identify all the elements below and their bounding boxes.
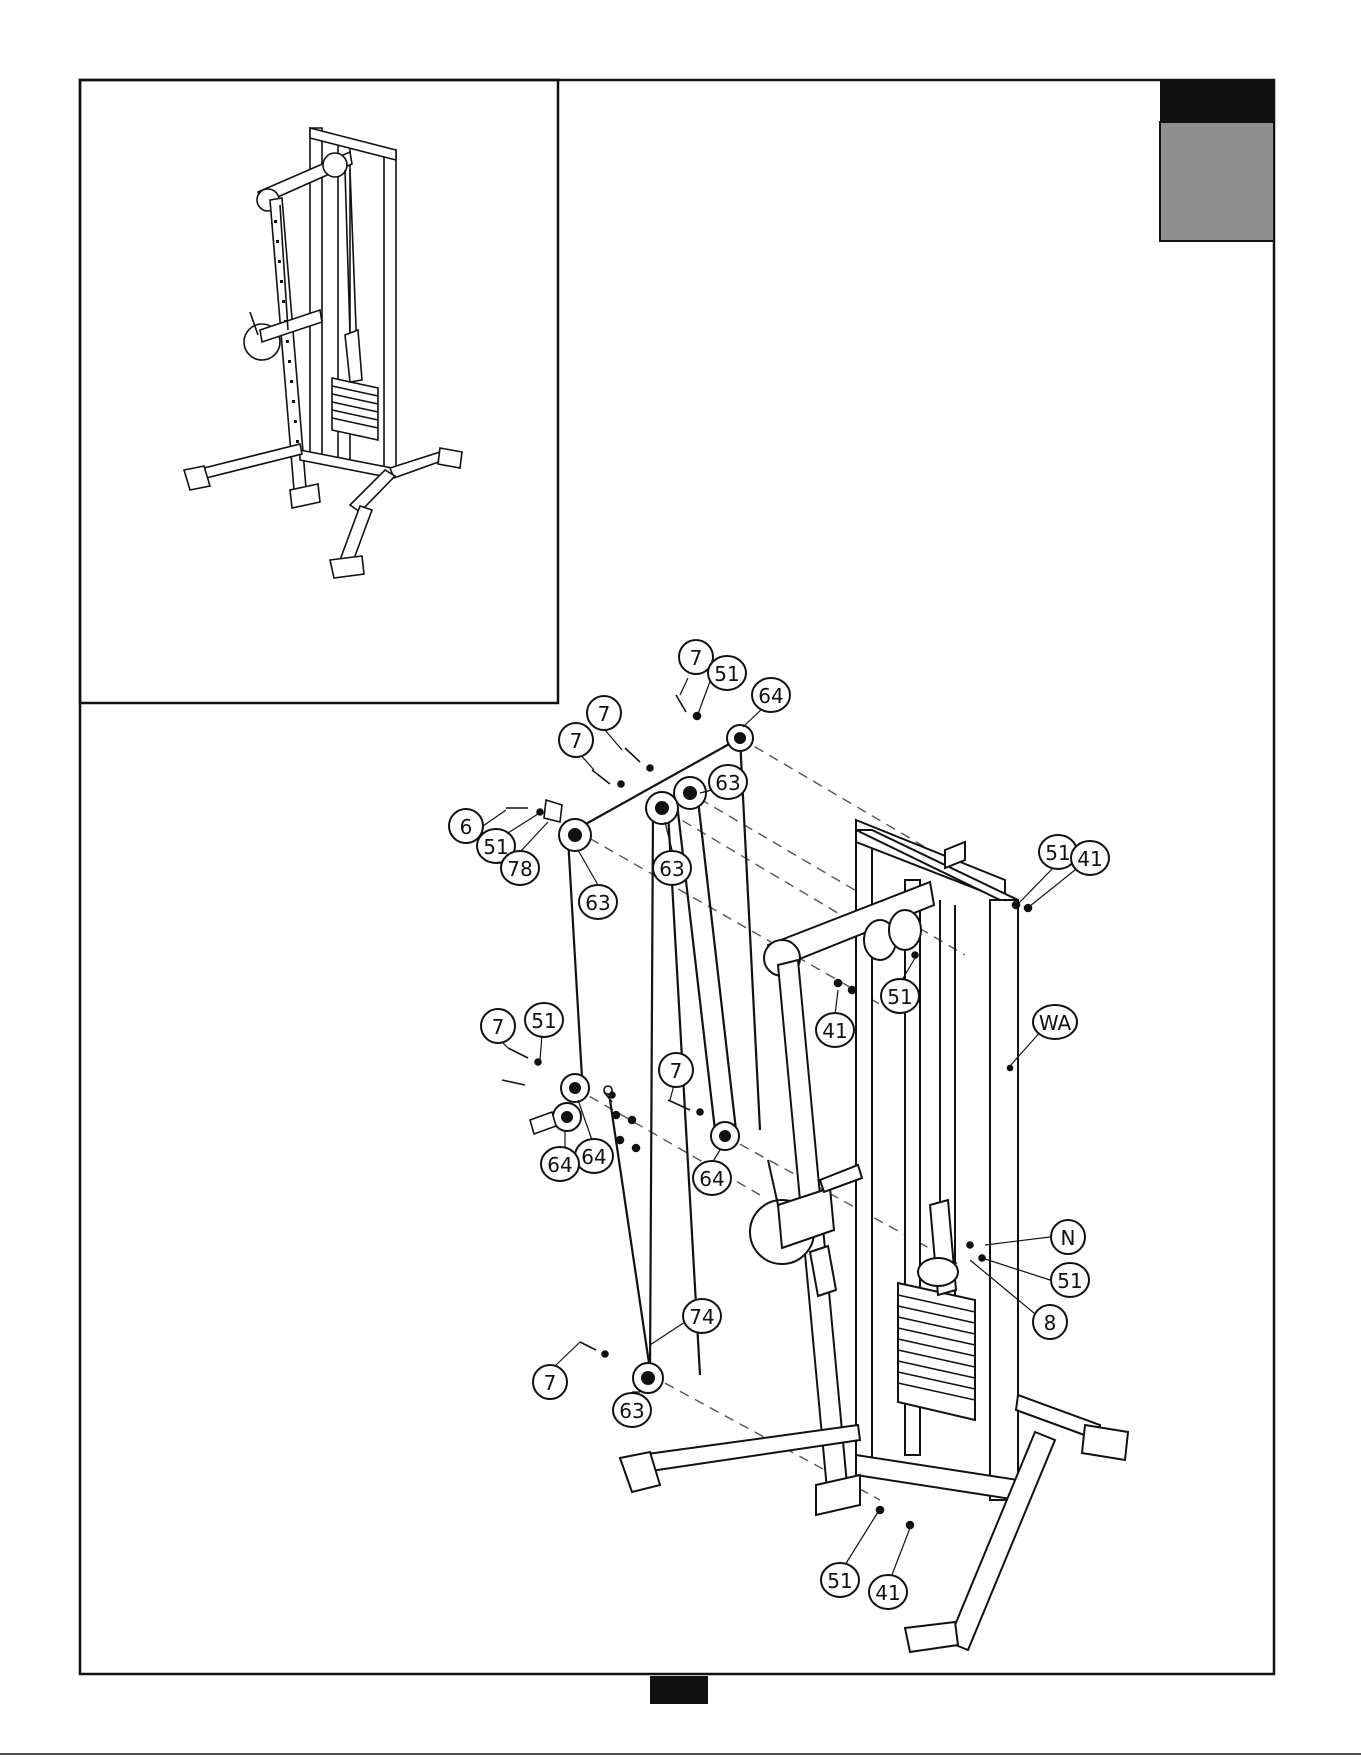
callout-bubble: 63 — [653, 851, 691, 885]
callout-label: 41 — [822, 1019, 847, 1043]
callout-label: 51 — [887, 985, 912, 1009]
inset-panel — [80, 80, 558, 703]
callout-label: 8 — [1044, 1311, 1057, 1335]
callout-label: 51 — [1045, 841, 1070, 865]
callout-bubble: 51 — [881, 979, 919, 1013]
callout-bubble: 41 — [816, 1013, 854, 1047]
callout-bubble: 7 — [659, 1053, 693, 1087]
callout-bubble: 51 — [708, 656, 746, 690]
callout-bubble: 7 — [533, 1365, 567, 1399]
callout-bubble: 74 — [683, 1299, 721, 1333]
callout-label: 7 — [690, 646, 703, 670]
callout-bubble: 64 — [575, 1139, 613, 1173]
callout-label: 41 — [875, 1581, 900, 1605]
callout-label: 7 — [670, 1059, 683, 1083]
callout-label: 41 — [1077, 847, 1102, 871]
callout-bubble: 51 — [525, 1003, 563, 1037]
callout-label: 51 — [531, 1009, 556, 1033]
callout-label: 51 — [483, 835, 508, 859]
callout-label: 64 — [581, 1145, 606, 1169]
callout-label: 51 — [827, 1569, 852, 1593]
callout-label: 7 — [570, 729, 583, 753]
callout-bubble: 7 — [559, 723, 593, 757]
callout-label: N — [1061, 1226, 1076, 1250]
callout-bubble: 64 — [541, 1147, 579, 1181]
inset-machine-illustration — [184, 128, 462, 578]
callout-bubble: 63 — [613, 1393, 651, 1427]
main-exploded-view: 7 51 64 7 7 63 6 51 78 63 63 51 41 51 41… — [449, 640, 1128, 1652]
callout-label: 63 — [585, 891, 610, 915]
callout-label: 51 — [1057, 1269, 1082, 1293]
callout-bubble: 64 — [752, 678, 790, 712]
callout-bubble: 8 — [1033, 1305, 1067, 1339]
callout-label: 63 — [619, 1399, 644, 1423]
callout-label: 63 — [659, 857, 684, 881]
callout-bubble: 41 — [869, 1575, 907, 1609]
callout-label: 6 — [460, 815, 473, 839]
callout-label: 64 — [547, 1153, 572, 1177]
callout-label: 7 — [598, 702, 611, 726]
callout-label: 64 — [699, 1167, 724, 1191]
callout-label: 7 — [544, 1371, 557, 1395]
callout-bubble: 7 — [481, 1009, 515, 1043]
callout-label: 51 — [714, 662, 739, 686]
callout-label: 74 — [689, 1305, 714, 1329]
callout-bubble: 7 — [587, 696, 621, 730]
callout-label: 7 — [492, 1015, 505, 1039]
callout-label: 64 — [758, 684, 783, 708]
step-tab-black — [1160, 80, 1274, 122]
callout-bubble: 63 — [709, 765, 747, 799]
callout-bubble: 6 — [449, 809, 483, 843]
callout-label: 63 — [715, 771, 740, 795]
callout-bubble: WA — [1033, 1005, 1077, 1039]
callout-bubble: 78 — [501, 851, 539, 885]
cable-routing — [568, 738, 760, 1375]
callout-label: 78 — [507, 857, 532, 881]
callout-label: WA — [1039, 1011, 1072, 1035]
page-number-block — [650, 1676, 708, 1704]
callout-bubble: N — [1051, 1220, 1085, 1254]
callout-bubble: 51 — [1051, 1263, 1089, 1297]
callout-bubble: 51 — [821, 1563, 859, 1597]
callout-bubble: 41 — [1071, 841, 1109, 875]
callout-bubble: 64 — [693, 1161, 731, 1195]
callout-bubble: 63 — [579, 885, 617, 919]
step-tab-gray — [1160, 122, 1274, 241]
